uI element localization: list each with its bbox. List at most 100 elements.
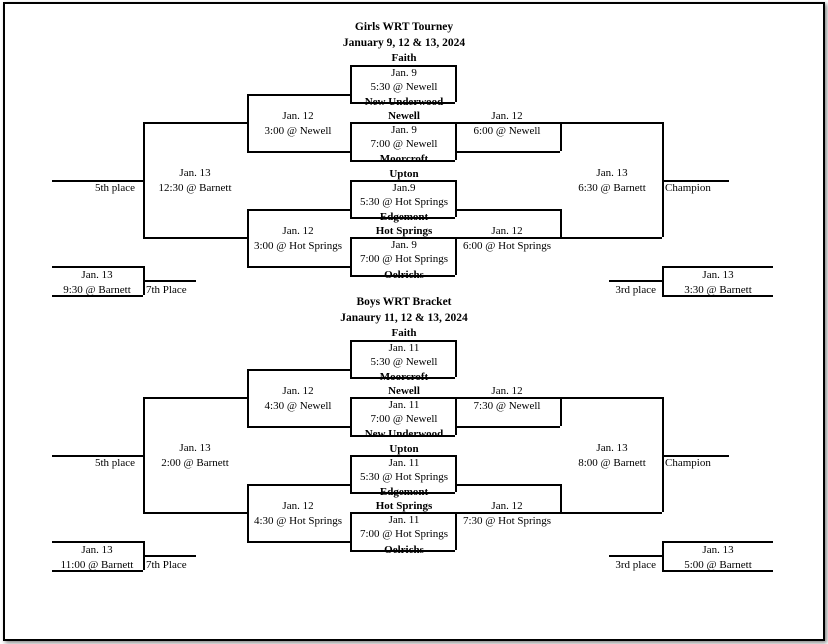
bracket-line xyxy=(560,484,562,512)
bracket-line xyxy=(662,122,664,237)
bracket-line xyxy=(52,455,143,457)
game-date: Jan. 12 xyxy=(491,110,523,122)
bracket-line xyxy=(662,541,773,543)
bracket-line xyxy=(455,151,560,153)
game-date: Jan. 9 xyxy=(391,124,417,136)
bracket-line xyxy=(609,555,662,557)
game-time: 5:30 @ Hot Springs xyxy=(359,471,449,483)
bracket-line xyxy=(247,369,350,371)
place-label: 3rd place xyxy=(615,559,656,571)
match-box-side xyxy=(350,237,352,275)
bracket-line xyxy=(247,94,249,151)
bracket-line xyxy=(143,397,247,399)
game-date: Jan. 13 xyxy=(179,442,211,454)
game-date: Jan.9 xyxy=(392,182,416,194)
match-box-side xyxy=(350,397,352,435)
bracket-line xyxy=(247,266,350,268)
game-date: Jan. 13 xyxy=(81,269,113,281)
place-label: 7th Place xyxy=(146,559,187,571)
game-date: Jan. 13 xyxy=(596,442,628,454)
team-name: Upton xyxy=(389,168,419,180)
team-name: Newell xyxy=(388,110,420,122)
game-time: 6:30 @ Barnett xyxy=(578,182,646,194)
place-label: Champion xyxy=(665,182,711,194)
team-line xyxy=(350,512,455,514)
game-time: 7:30 @ Hot Springs xyxy=(462,515,552,527)
bracket-line xyxy=(247,484,350,486)
game-time: 5:30 @ Newell xyxy=(370,81,438,93)
game-time: 12:30 @ Barnett xyxy=(158,182,232,194)
bracket-line xyxy=(455,122,560,124)
bracket-title: Boys WRT Bracket xyxy=(356,296,452,308)
team-name: Upton xyxy=(389,443,419,455)
bracket-line xyxy=(662,180,729,182)
match-box-side xyxy=(350,340,352,377)
bracket-line xyxy=(143,237,247,239)
game-time: 7:00 @ Hot Springs xyxy=(359,253,449,265)
match-box-side xyxy=(455,180,457,217)
game-time: 3:00 @ Newell xyxy=(264,125,332,137)
bracket-line xyxy=(143,280,196,282)
team-line xyxy=(350,180,455,182)
bracket-line xyxy=(143,555,196,557)
bracket-line xyxy=(455,237,560,239)
game-date: Jan. 13 xyxy=(81,544,113,556)
game-time: 6:00 @ Newell xyxy=(473,125,541,137)
game-date: Jan. 13 xyxy=(702,269,734,281)
place-label: 3rd place xyxy=(615,284,656,296)
game-time: 5:00 @ Barnett xyxy=(684,559,752,571)
game-date: Jan. 13 xyxy=(179,167,211,179)
game-time: 6:00 @ Hot Springs xyxy=(462,240,552,252)
bracket-line xyxy=(455,484,560,486)
bracket-line xyxy=(247,484,249,541)
bracket-line xyxy=(143,512,247,514)
team-name: New Underwood xyxy=(364,96,444,108)
document-frame xyxy=(3,2,825,641)
bracket-line xyxy=(455,426,560,428)
game-date: Jan. 12 xyxy=(282,110,314,122)
bracket-line xyxy=(662,266,664,295)
bracket-line xyxy=(247,151,350,153)
team-name: Moorcroft xyxy=(379,371,429,383)
game-time: 5:30 @ Hot Springs xyxy=(359,196,449,208)
bracket-line xyxy=(609,280,662,282)
match-box-side xyxy=(350,180,352,217)
team-line xyxy=(350,275,455,277)
bracket-line xyxy=(143,397,145,512)
game-date: Jan. 9 xyxy=(391,239,417,251)
game-time: 4:30 @ Hot Springs xyxy=(253,515,343,527)
bracket-line xyxy=(143,122,247,124)
match-box-side xyxy=(455,397,457,435)
game-date: Jan. 12 xyxy=(491,500,523,512)
bracket-dates: Janaury 11, 12 & 13, 2024 xyxy=(340,312,468,324)
place-label: 7th Place xyxy=(146,284,187,296)
bracket-line xyxy=(52,180,143,182)
bracket-line xyxy=(560,397,662,399)
team-line xyxy=(350,550,455,552)
team-line xyxy=(350,435,455,437)
game-time: 5:30 @ Newell xyxy=(370,356,438,368)
team-name: Oelrichs xyxy=(384,544,424,556)
team-name: Faith xyxy=(391,327,417,339)
game-date: Jan. 11 xyxy=(388,399,420,411)
team-name: Hot Springs xyxy=(375,225,433,237)
game-date: Jan. 13 xyxy=(596,167,628,179)
game-time: 2:00 @ Barnett xyxy=(161,457,229,469)
match-box-side xyxy=(350,455,352,492)
game-time: 11:00 @ Barnett xyxy=(60,559,134,571)
game-time: 3:30 @ Barnett xyxy=(684,284,752,296)
team-name: Edgemont xyxy=(379,486,429,498)
bracket-title: Girls WRT Tourney xyxy=(354,21,454,33)
match-box-side xyxy=(455,237,457,275)
game-date: Jan. 12 xyxy=(282,385,314,397)
bracket-dates: January 9, 12 & 13, 2024 xyxy=(342,37,466,49)
game-time: 4:30 @ Newell xyxy=(264,400,332,412)
bracket-line xyxy=(247,541,350,543)
team-line xyxy=(350,455,455,457)
game-time: 7:30 @ Newell xyxy=(473,400,541,412)
game-date: Jan. 11 xyxy=(388,342,420,354)
game-time: 7:00 @ Newell xyxy=(370,413,438,425)
game-time: 7:00 @ Newell xyxy=(370,138,438,150)
game-date: Jan. 11 xyxy=(388,457,420,469)
game-date: Jan. 11 xyxy=(388,514,420,526)
